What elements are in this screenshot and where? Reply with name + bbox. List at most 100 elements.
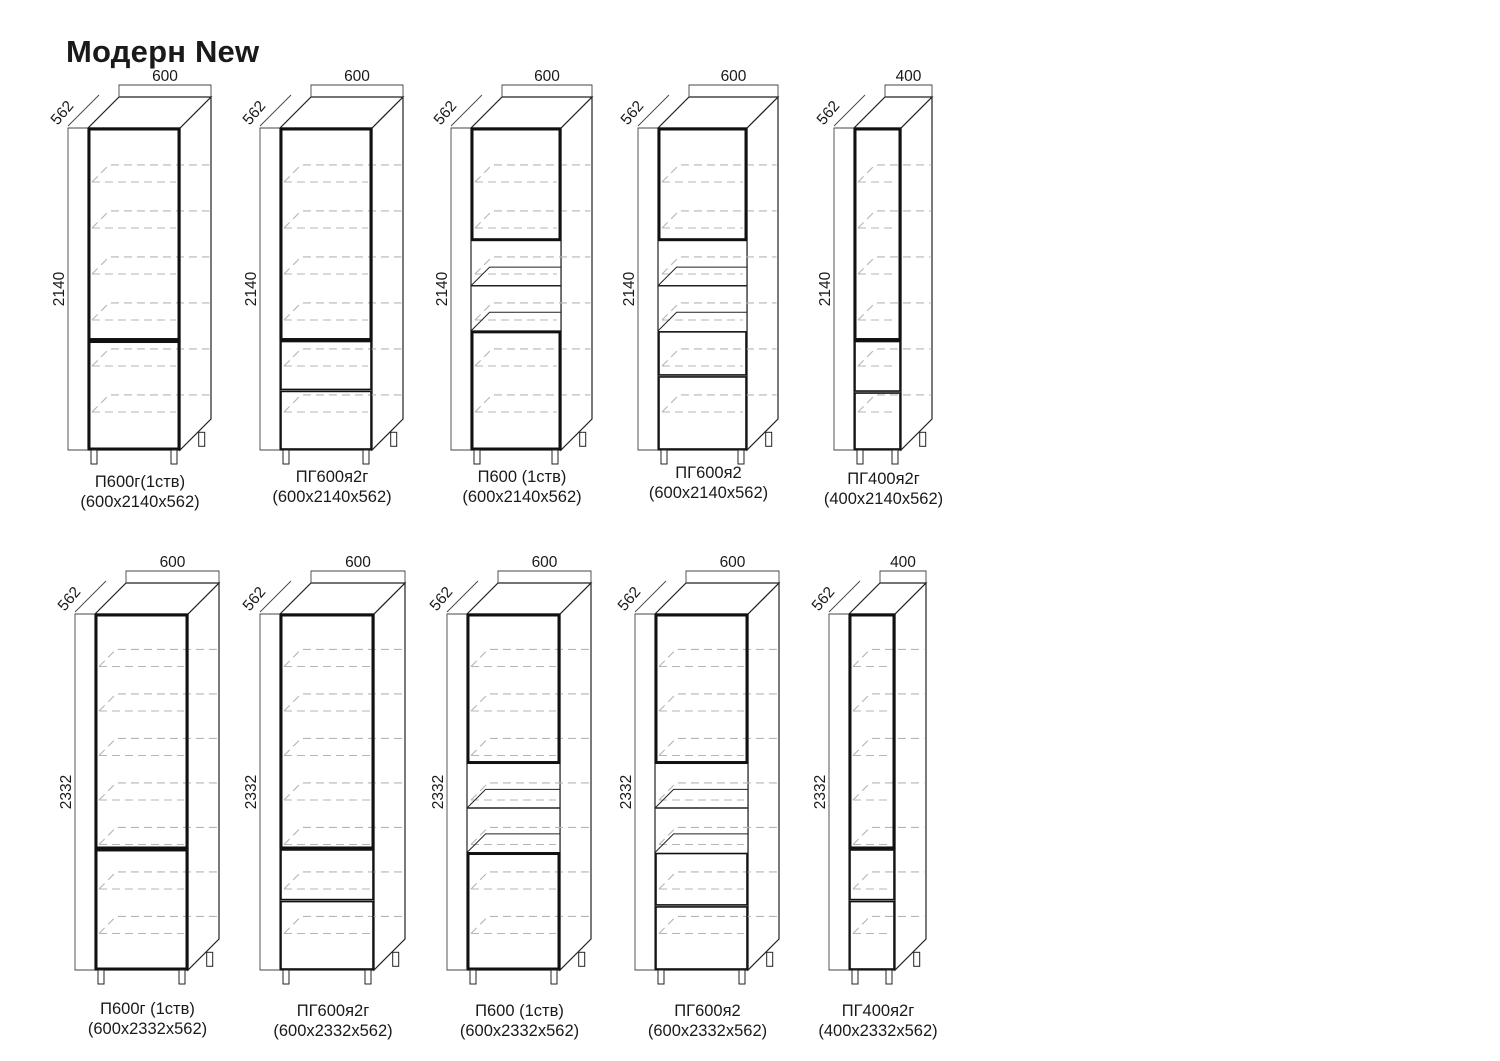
row-2-cabinet-3-depth-label: 562 (427, 584, 457, 615)
row-1-cabinet-1-leg (170, 449, 178, 465)
row-2-cabinet-5-depth-dim-line (828, 580, 861, 613)
row-1-cabinet-2-side-panel (371, 95, 404, 452)
row-2-cabinet-2-depth-dim-line (259, 580, 292, 613)
row-1-cabinet-1-shelf-line (91, 256, 210, 275)
row-2-cabinet-5-drawer (849, 849, 895, 901)
row-1-cabinet-4-side-panel (746, 95, 779, 452)
row-2-cabinet-3-height-label: 2332 (430, 775, 447, 809)
row-2-cabinet-2-depth-label: 562 (240, 584, 270, 615)
row-2-cabinet-5-height-label: 2332 (812, 775, 829, 809)
row-2-cabinet-4-depth-dim-line (634, 580, 667, 613)
row-1-cabinet-1-leg (90, 449, 98, 465)
row-2-cabinet-3-door (466, 852, 561, 971)
row-2-cabinet-1-side-panel (187, 581, 220, 972)
row-1-cabinet-5-model-name: ПГ400я2г (847, 470, 919, 488)
row-2-cabinet-3-shelf-line (470, 782, 590, 801)
row-1-cabinet-5-side-panel (900, 95, 933, 452)
row-1-cabinet-3-caption: П600 (1ств) (600x2140x562) (462, 468, 581, 506)
row-2-cabinet-4-dimensions: (600x2332x562) (648, 1022, 767, 1040)
row-2-cabinet-5-side-panel (894, 581, 927, 972)
row-2-cabinet-3-niche-shelf-top (466, 788, 560, 809)
row-1-cabinet-1-shelf-line (91, 302, 210, 321)
row-1-cabinet-3-model-name: П600 (1ств) (478, 468, 567, 486)
row-1-cabinet-4-leg (660, 449, 668, 465)
row-2-cabinet-1-height-label: 2332 (58, 775, 75, 809)
row-1-cabinet-2-leg (362, 449, 370, 465)
row-1-cabinet-1-shelf-line (91, 210, 210, 229)
row-2-cabinet-4-shelf-line (658, 826, 778, 845)
row-1-cabinet-2-shelf-line (283, 210, 402, 229)
row-2-cabinet-2-height-label: 2332 (243, 775, 260, 809)
row-2-cabinet-1-model-name: П600г (1ств) (100, 1000, 195, 1018)
row-2-cabinet-1-depth-label: 562 (55, 584, 85, 615)
row-1-cabinet-1-shelf-line (91, 164, 210, 183)
row-2-cabinet-2-shelf-line (283, 782, 404, 801)
row-1-cabinet-4-height-dim-line (637, 127, 658, 451)
row-2-cabinet-4-drawer (655, 852, 748, 906)
row-2-cabinet-4-glass-door (654, 613, 749, 765)
row-2-cabinet-5-model-name: ПГ400я2г (842, 1002, 914, 1020)
row-2-cabinet-3-dimensions: (600x2332x562) (460, 1022, 579, 1040)
row-1-cabinet-3-width-label: 600 (534, 68, 560, 85)
row-1-cabinet-5-width-label: 400 (896, 68, 922, 85)
row-1-cabinet-4-drawer (658, 331, 747, 376)
row-2-cabinet-3-leg (578, 951, 586, 967)
row-2-cabinet-4-shelf-line (658, 648, 778, 667)
row-1-cabinet-3-height-label: 2140 (434, 271, 451, 306)
row-1-cabinet-1-glass-door (87, 127, 181, 342)
row-2-cabinet-1-leg (97, 969, 105, 985)
row-1-cabinet-3-dimensions: (600x2140x562) (462, 488, 581, 506)
row-2-cabinet-4-leg (766, 951, 774, 967)
row-1-cabinet-4-leg (765, 431, 773, 447)
row-2-cabinet-5-width-dim-line (879, 570, 927, 583)
row-1-cabinet-5-leg (919, 431, 927, 447)
row-2-cabinet-2-shelf-line (283, 826, 404, 845)
row-1-cabinet-5-depth-label: 562 (814, 98, 844, 129)
row-1-cabinet-4-width-dim-line (688, 84, 779, 97)
row-2-cabinet-2-shelf-line (283, 871, 404, 890)
row-1-cabinet-3-door (470, 330, 562, 451)
row-1-cabinet-3-niche-back (470, 311, 561, 332)
row-1-cabinet-1-depth-label: 562 (48, 98, 78, 129)
row-1-cabinet-3-depth-dim-line (450, 94, 483, 127)
row-2-cabinet-5-glass-door (848, 613, 896, 850)
row-1-cabinet-3-carcass (470, 127, 562, 451)
row-2-cabinet-2-height-dim-line (259, 613, 280, 971)
row-2-cabinet-5-carcass (848, 613, 896, 971)
row-2-cabinet-3-caption: П600 (1ств)(600x2332x562) (460, 1002, 579, 1040)
row-1-cabinet-3-leg (473, 449, 481, 465)
row-1-cabinet-2-dimensions: (600x2140x562) (272, 488, 391, 506)
row-2-cabinet-5-width-label: 400 (890, 554, 916, 571)
row-1-cabinet-4-niche-back (657, 311, 747, 332)
row-2-cabinet-3-shelf-line (470, 826, 590, 845)
row-2-cabinet-2-shelf-line (283, 648, 404, 667)
row-1-cabinet-2-leg (282, 449, 290, 465)
row-1-cabinet-3-side-panel (560, 95, 593, 452)
row-1-cabinet-1-leg (198, 431, 206, 447)
row-1-cabinet-2-shelf-line (283, 348, 402, 367)
row-1-cabinet-5-width-dim-line (884, 84, 933, 97)
row-2-cabinet-5-dimensions: (400x2332x562) (818, 1022, 937, 1040)
row-1-cabinet-5-leg (891, 449, 899, 465)
row-2-cabinet-1-width-label: 600 (160, 554, 186, 571)
row-2-cabinet-5-leg (885, 969, 893, 985)
row-2-cabinet-4-niche-shelf-top (654, 788, 748, 809)
row-1-cabinet-4-caption: ПГ600я2(600x2140x562) (649, 464, 768, 502)
row-1-cabinet-2-drawer (280, 340, 372, 391)
row-1-cabinet-5-height-dim-line (833, 127, 854, 451)
row-2-cabinet-4-height-label: 2332 (618, 775, 635, 809)
row-2-cabinet-5-depth-label: 562 (809, 584, 839, 615)
row-1-cabinet-5-height-label: 2140 (817, 271, 834, 306)
row-1-cabinet-2-depth-dim-line (259, 94, 292, 127)
row-2-cabinet-1-shelf-line (98, 648, 218, 667)
row-2-cabinet-4-shelf-line (658, 737, 778, 756)
row-2-cabinet-3-depth-dim-line (446, 580, 479, 613)
row-2-cabinet-2-glass-door (279, 613, 375, 850)
row-2-cabinet-3-niche-back (466, 833, 560, 853)
